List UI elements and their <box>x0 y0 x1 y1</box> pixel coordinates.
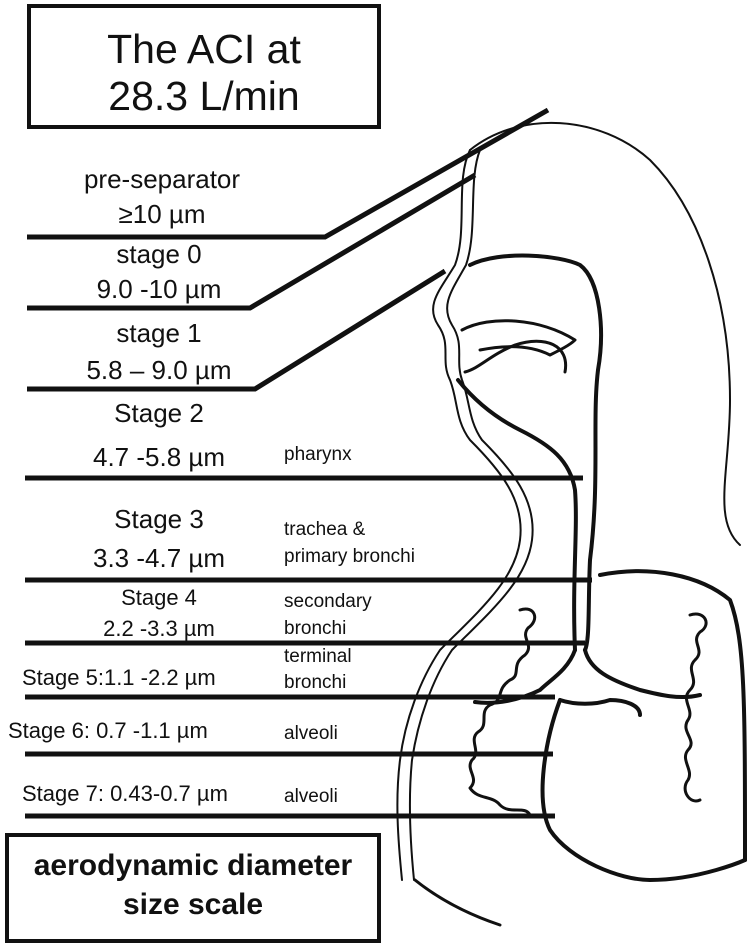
stage-2-name: Stage 2 <box>27 400 291 426</box>
anatomy-terminal-2: bronchi <box>284 671 346 695</box>
title-line-2: 28.3 L/min <box>31 76 377 117</box>
stage-3-name: Stage 3 <box>27 506 291 532</box>
stage-0-range: 9.0 -10 µm <box>27 276 291 302</box>
anatomy-pharynx: pharynx <box>284 443 352 467</box>
face-profile <box>397 150 520 880</box>
trachea-right <box>585 650 700 697</box>
anatomy-alveoli-7: alveoli <box>284 785 338 809</box>
lower-body <box>415 880 500 925</box>
pharynx-wall <box>470 256 601 650</box>
stage-7-label: Stage 7: 0.43-0.7 µm <box>22 783 228 805</box>
stage-1-name: stage 1 <box>27 320 291 346</box>
stage-6-label: Stage 6: 0.7 -1.1 µm <box>8 720 208 742</box>
stage-0-name: stage 0 <box>27 241 291 267</box>
lung-outline-right <box>600 571 745 860</box>
chest-outline <box>543 700 745 880</box>
stage-4-range: 2.2 -3.3 µm <box>27 618 291 640</box>
tongue <box>465 341 566 372</box>
size-scale-box: aerodynamic diameter size scale <box>5 833 381 943</box>
anatomy-secondary-1: secondary <box>284 590 372 614</box>
anatomy-secondary-2: bronchi <box>284 617 346 641</box>
stage-2-range: 4.7 -5.8 µm <box>27 444 291 470</box>
stage-pre-separator-name: pre-separator <box>27 166 297 192</box>
stage-pre-separator-range: ≥10 µm <box>27 201 297 227</box>
nasal-cavity <box>462 321 575 355</box>
stage-4-name: Stage 4 <box>27 587 291 609</box>
bronchi-right <box>685 614 706 801</box>
head-outline <box>470 123 740 545</box>
title-box: The ACI at 28.3 L/min <box>27 4 381 129</box>
title-line-1: The ACI at <box>31 29 377 70</box>
anatomy-alveoli-6: alveoli <box>284 722 338 746</box>
anatomy-trachea-2: primary bronchi <box>284 545 415 569</box>
anatomy-terminal-1: terminal <box>284 645 352 669</box>
stage-3-range: 3.3 -4.7 µm <box>27 545 291 571</box>
stage-1-range: 5.8 – 9.0 µm <box>27 357 291 383</box>
carina <box>560 700 640 715</box>
size-scale-line-2: size scale <box>9 890 377 920</box>
bronchi-left <box>470 609 535 815</box>
anatomy-trachea-1: trachea & <box>284 518 365 542</box>
stage-5-label: Stage 5:1.1 -2.2 µm <box>22 667 216 689</box>
pharynx-inner <box>458 380 576 650</box>
size-scale-line-1: aerodynamic diameter <box>9 851 377 881</box>
